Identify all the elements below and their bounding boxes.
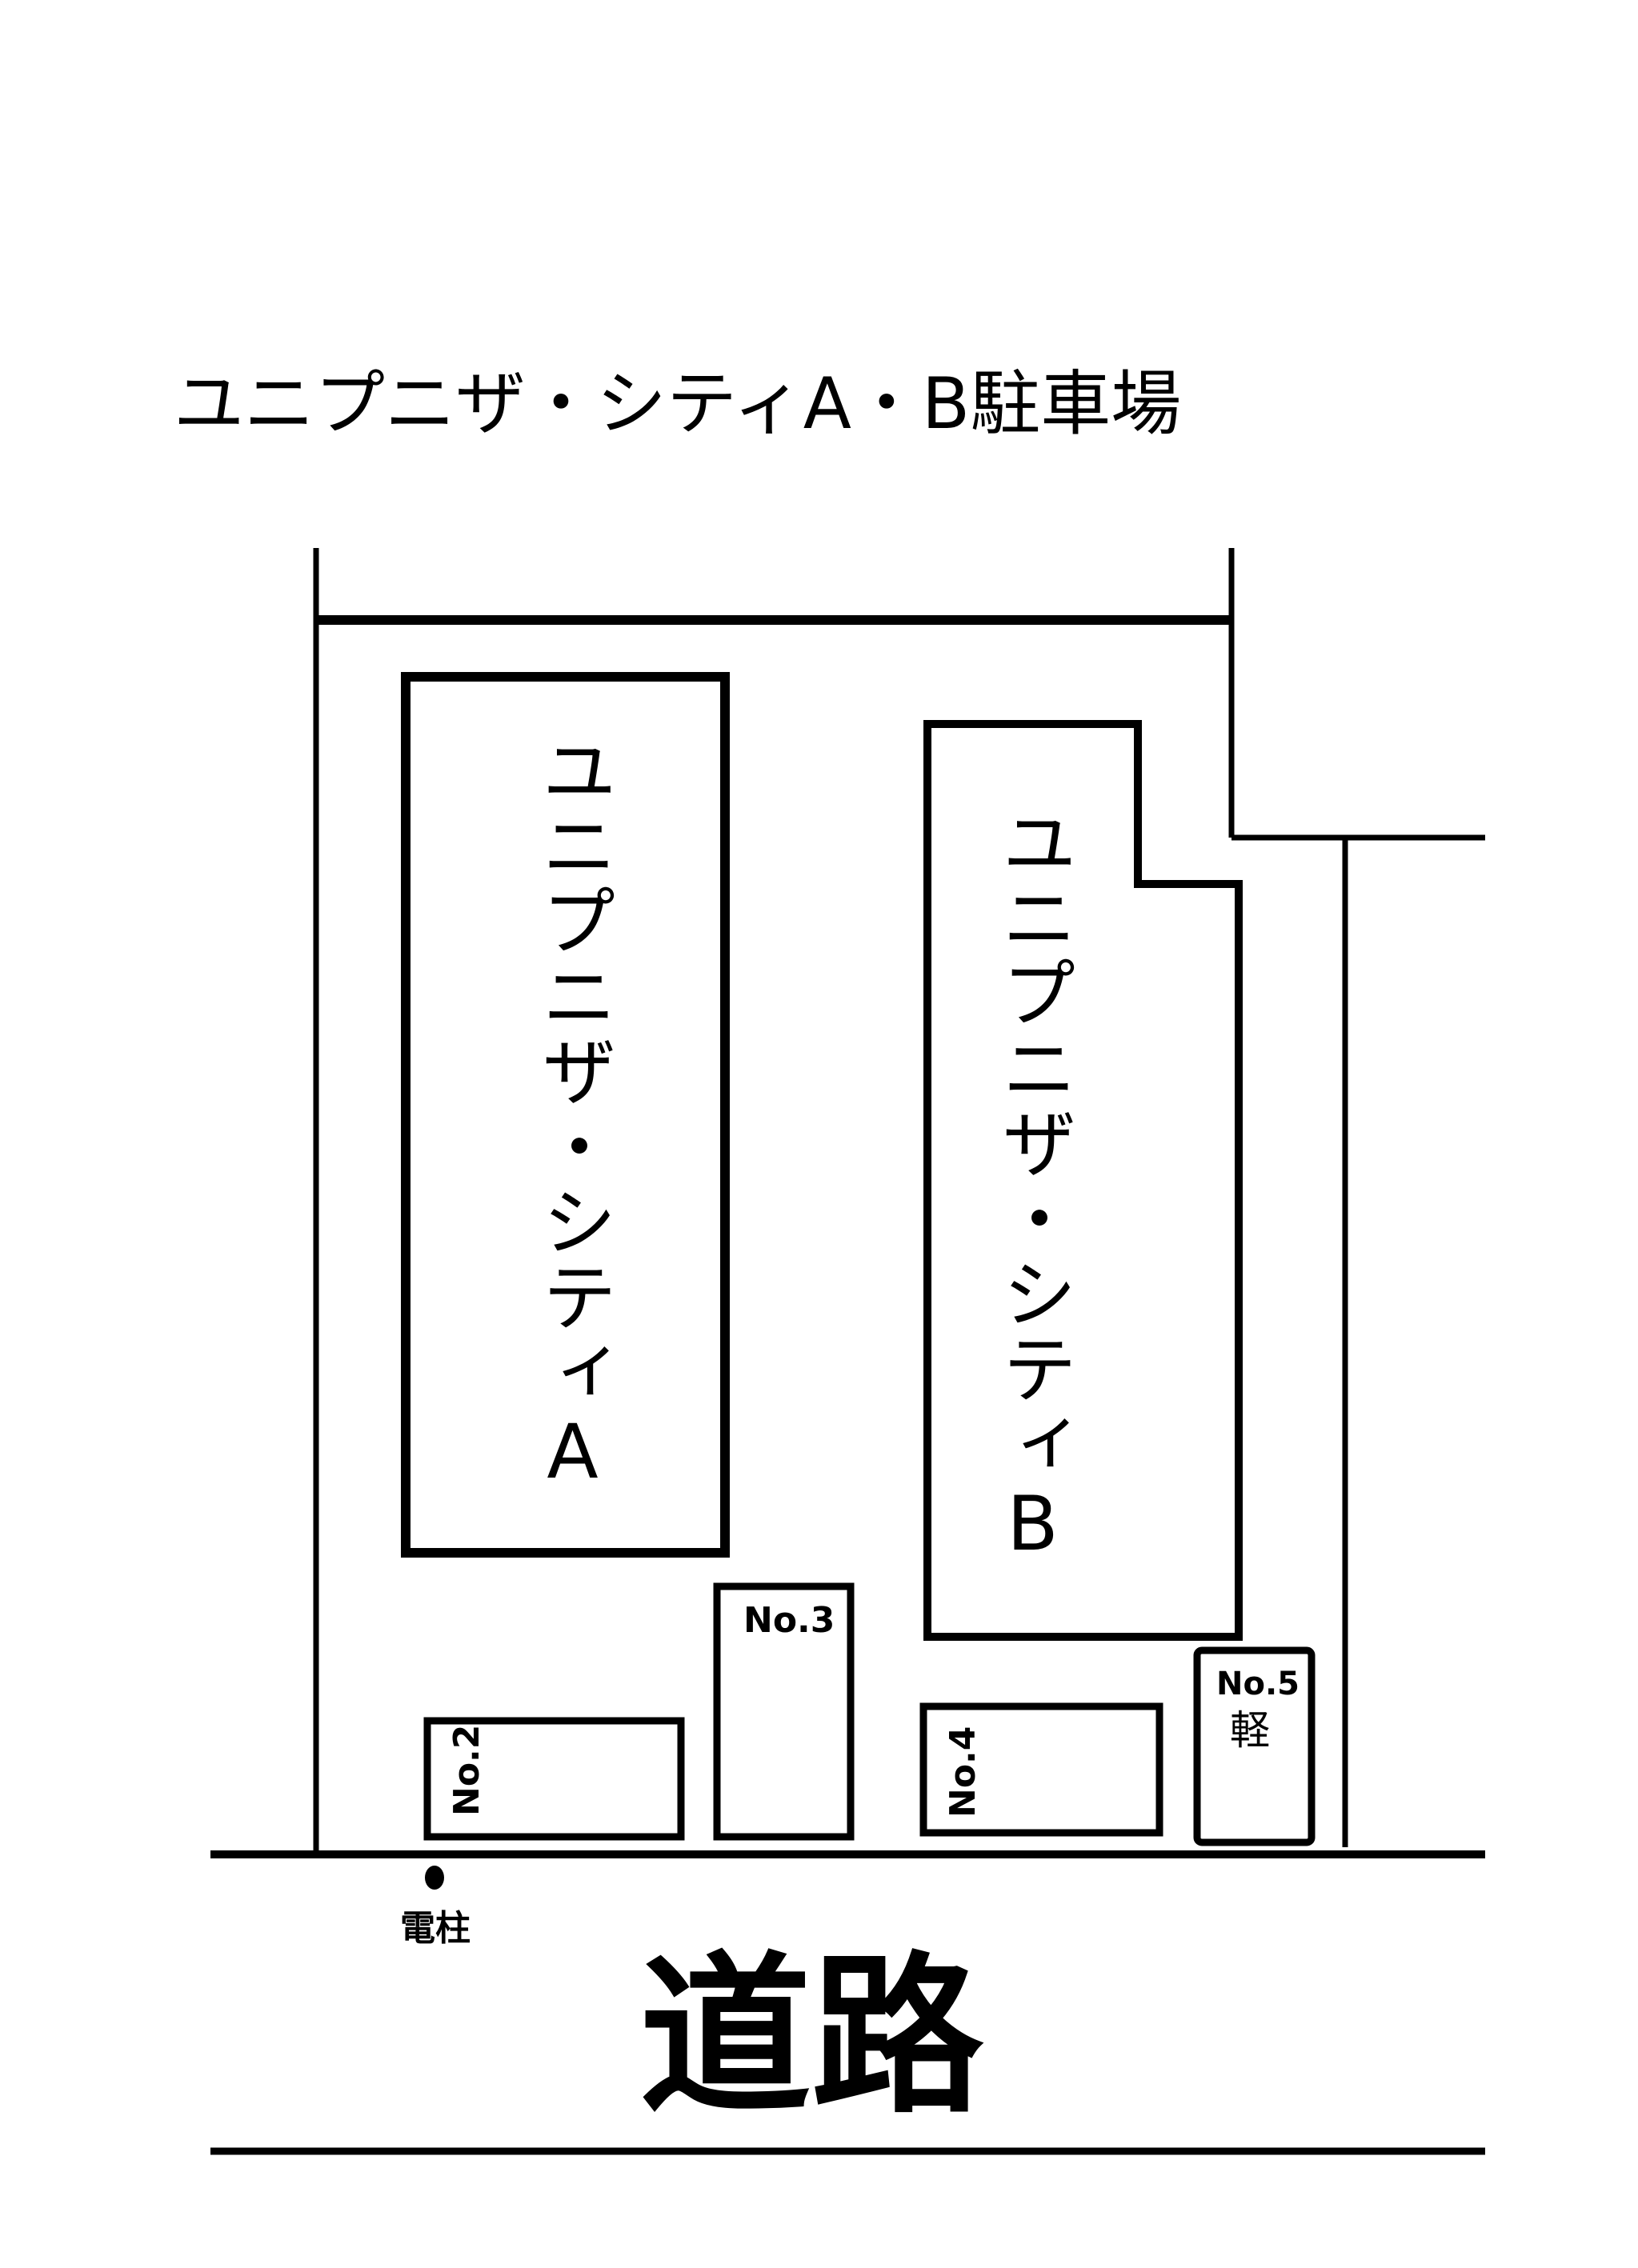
map-title: ユニプニザ・シティA・B駐車場 <box>174 362 1181 445</box>
no4-label: No.4 <box>943 1726 983 1818</box>
no5-label: No.5 <box>1216 1666 1300 1702</box>
road-label: 道路 <box>639 1936 984 2137</box>
parking-space-no4 <box>919 1702 1163 1837</box>
building-b-label: ユニプニザ・シティB <box>989 804 1076 1568</box>
no3-label: No.3 <box>743 1600 835 1641</box>
parking-space-no5 <box>1193 1646 1316 1846</box>
lot-boundary <box>313 548 1485 1854</box>
building-a-label: ユニプニザ・シティA <box>529 732 616 1496</box>
no5-kei-label: 軽 <box>1230 1707 1270 1754</box>
utility-pole-marker <box>425 1866 444 1890</box>
building-a <box>401 672 730 1558</box>
building-b <box>923 720 1243 1641</box>
parking-space-no3 <box>713 1582 855 1841</box>
utility-pole-label: 電柱 <box>400 1908 471 1949</box>
no2-label: No.2 <box>447 1725 487 1816</box>
parking-space-no2 <box>423 1717 685 1841</box>
